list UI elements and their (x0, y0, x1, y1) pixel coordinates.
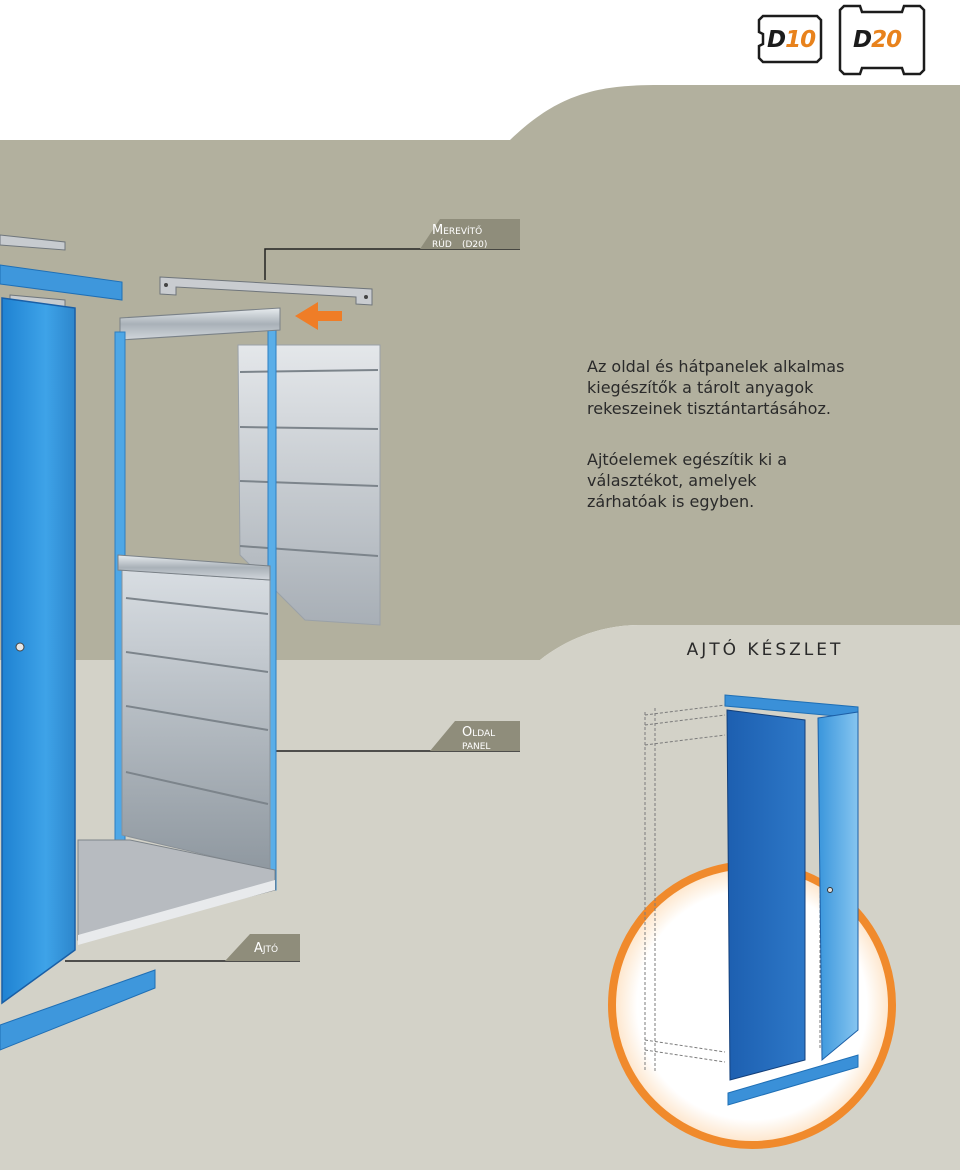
callout-label-stiffener: MEREVÍTŐ RÚD (D20) (432, 223, 488, 250)
open-door (1, 297, 76, 1005)
door-kit-title: AJTÓ KÉSZLET (686, 640, 844, 660)
cabinet-top-edge (0, 234, 66, 251)
callout-tab-side-panel (430, 721, 520, 751)
arrow-icon (295, 302, 342, 330)
description-paragraph-1: Az oldal és hátpanelek alkalmas kiegészí… (587, 357, 845, 418)
kit-door-lock-icon (827, 887, 833, 893)
description-paragraph-2: Ajtóelemek egészítik ki a választékot, a… (587, 450, 788, 511)
d10-logo-badge (757, 14, 823, 64)
door-lock-icon (15, 642, 25, 652)
kit-door-right (817, 711, 859, 1062)
d10-logo-text: D10 (767, 27, 816, 53)
side-panel-ribs (125, 597, 269, 805)
stiffener-rod (159, 276, 373, 306)
d20-logo-text: D20 (853, 27, 902, 53)
callout-tab-stiffener (420, 219, 520, 249)
callout-label-side-panel: OLDAL PANEL (462, 725, 496, 752)
kit-bottom-beam (727, 1054, 859, 1106)
cabinet-top-beam (0, 264, 123, 301)
d20-logo-badge (838, 4, 926, 76)
callout-tab-door (225, 934, 300, 961)
callout-label-door: AJTÓ (254, 941, 279, 956)
middle-rail (117, 554, 271, 581)
bottom-beam (0, 969, 156, 1051)
kit-door-left (726, 709, 806, 1081)
side-panel (121, 569, 271, 871)
back-panel-ribs (239, 369, 379, 557)
